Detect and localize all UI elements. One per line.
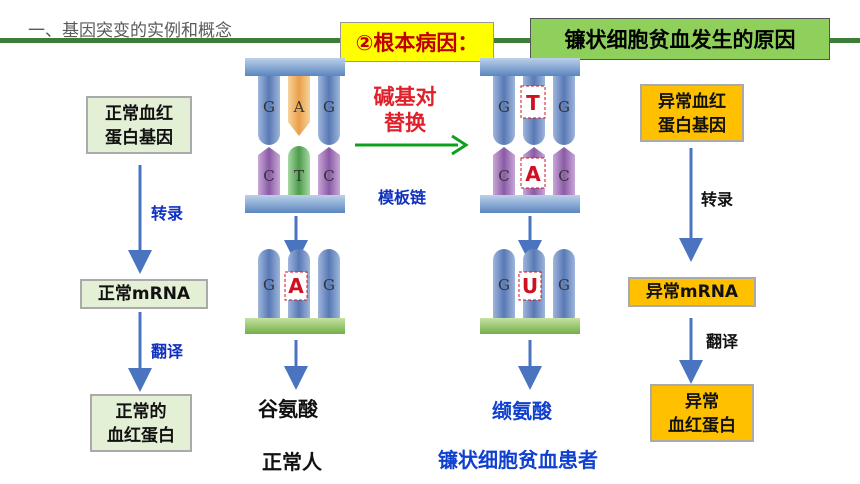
diagram-title: 镰状细胞贫血发生的原因 <box>530 18 830 60</box>
abnormal-transcription-label: 转录 <box>701 190 734 209</box>
mutant-mrna-base-3: G <box>558 276 570 294</box>
normal-mrna-box: 正常mRNA <box>80 279 208 309</box>
normal-translation-label: 翻译 <box>151 342 184 361</box>
normal-gene-line1: 正常血红 <box>105 104 173 124</box>
normal-gene-line2: 蛋白基因 <box>105 128 173 148</box>
normal-gene-box: 正常血红 蛋白基因 <box>86 96 192 154</box>
dna-mutant: G T G C A C <box>480 58 580 213</box>
mutant-base-top-1: G <box>498 98 510 116</box>
abnormal-protein-line2: 血红蛋白 <box>668 416 736 436</box>
dna-normal: G A G C T C <box>245 58 345 213</box>
mutant-base-bottom-1: C <box>498 167 509 185</box>
mutant-base-top-3: G <box>558 98 570 116</box>
section-title: 一、基因突变的实例和概念 <box>28 21 232 41</box>
abnormal-protein-line1: 异常 <box>685 392 719 412</box>
root-cause-badge: ②根本病因： <box>340 22 494 62</box>
mutant-mrna-base-2: U <box>522 274 538 298</box>
mutant-base-top-2: T <box>526 91 540 115</box>
mrna-base-3: G <box>323 276 335 294</box>
mrna-base-1: G <box>263 276 275 294</box>
glutamic-acid-label: 谷氨酸 <box>258 397 318 421</box>
abnormal-gene-line2: 蛋白基因 <box>658 116 726 136</box>
mrna-base-2: A <box>288 274 304 298</box>
mrna-normal: G A G <box>245 249 345 334</box>
abnormal-gene-box: 异常血红 蛋白基因 <box>640 84 744 142</box>
patient-label: 镰状细胞贫血患者 <box>438 448 598 472</box>
normal-transcription-label: 转录 <box>151 204 184 223</box>
normal-person-label: 正常人 <box>262 450 322 474</box>
base-top-3: G <box>323 98 335 116</box>
mrna-mutant: G U G <box>480 249 580 334</box>
mutant-mrna-base-1: G <box>498 276 510 294</box>
base-bottom-1: C <box>263 167 274 185</box>
base-top-1: G <box>263 98 275 116</box>
abnormal-translation-label: 翻译 <box>706 332 739 351</box>
valine-label: 缬氨酸 <box>492 399 552 423</box>
abnormal-gene-line1: 异常血红 <box>658 92 726 112</box>
base-bottom-2: T <box>294 167 304 185</box>
mutant-base-bottom-3: C <box>558 167 569 185</box>
substitution-label: 碱基对 替换 <box>360 84 450 136</box>
base-bottom-3: C <box>323 167 334 185</box>
substitution-label-line1: 碱基对 <box>373 85 437 109</box>
normal-protein-box: 正常的 血红蛋白 <box>90 394 192 452</box>
template-strand-label: 模板链 <box>378 188 427 207</box>
substitution-label-line2: 替换 <box>384 111 426 135</box>
normal-protein-line1: 正常的 <box>115 402 167 422</box>
mutant-base-bottom-2: A <box>525 162 541 186</box>
normal-protein-line2: 血红蛋白 <box>107 426 175 446</box>
abnormal-protein-box: 异常 血红蛋白 <box>650 384 754 442</box>
base-top-2: A <box>293 98 305 116</box>
abnormal-mrna-box: 异常mRNA <box>628 277 756 307</box>
